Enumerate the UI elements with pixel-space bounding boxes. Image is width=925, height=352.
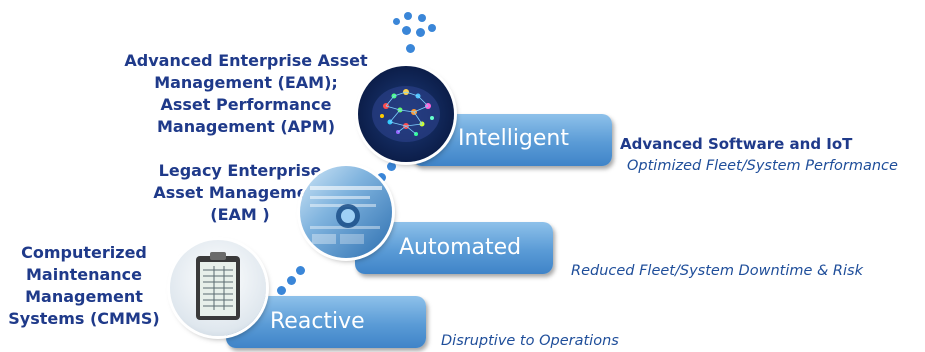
dot [416,28,425,37]
dot [387,162,396,171]
heading-line: (EAM ) [210,205,270,224]
dot [377,173,386,182]
heading-reactive: Computerized Maintenance Management Syst… [0,242,168,330]
bar-label: Automated [399,235,522,260]
outcome-reactive: Disruptive to Operations [441,333,619,349]
heading-line: Asset Management [153,183,327,202]
digital-screen-icon [300,166,392,258]
dot [418,14,426,22]
heading-line: Maintenance [25,265,142,284]
heading-line: Systems (CMMS) [8,309,160,328]
outcome-automated: Reduced Fleet/System Downtime & Risk [571,263,863,279]
dot [287,276,296,285]
heading-automated: Legacy Enterprise Asset Management (EAM … [140,160,340,226]
bar-automated: Automated [355,222,553,274]
dot [404,12,412,20]
brain-network-icon [358,66,454,162]
dot [428,24,436,32]
bar-label: Intelligent [458,126,569,151]
dot [277,286,286,295]
heading-line: Computerized [21,243,147,262]
heading-line: Legacy Enterprise [158,161,322,180]
clipboard-icon [170,240,266,336]
heading-line: Management (EAM); [154,73,338,92]
bar-label: Reactive [270,309,365,334]
dot [406,44,415,53]
outcome-intelligent: Optimized Fleet/System Performance [627,158,898,174]
dot [393,18,400,25]
outcome-intelligent-title: Advanced Software and IoT [620,135,853,153]
heading-line: Management [25,287,143,306]
dot [296,266,305,275]
dot [402,26,411,35]
heading-line: Advanced Enterprise Asset [124,51,368,70]
heading-intelligent: Advanced Enterprise Asset Management (EA… [118,50,374,138]
heading-line: Asset Performance [160,95,332,114]
heading-line: Management (APM) [157,117,335,136]
